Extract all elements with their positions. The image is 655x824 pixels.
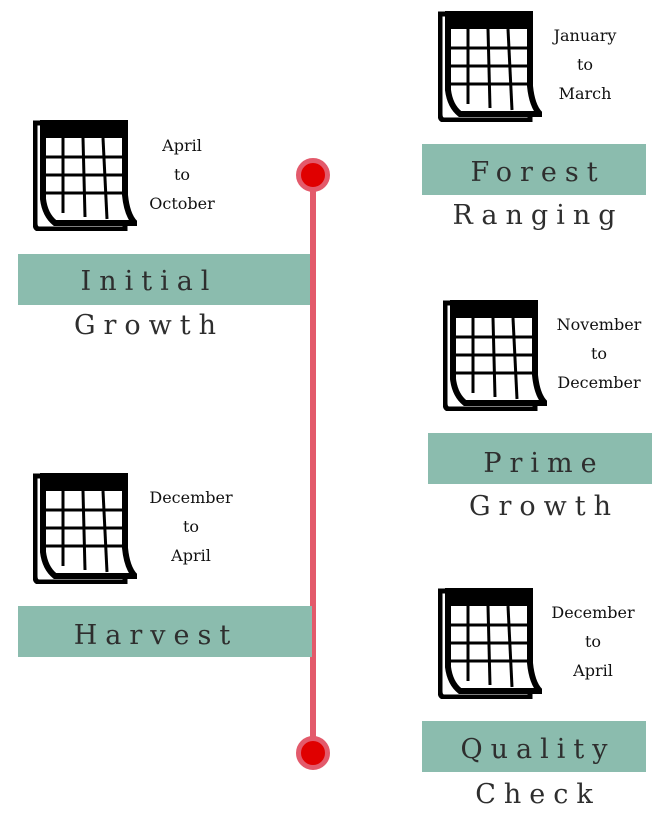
stage-date: December to April [149, 488, 233, 565]
stage-title-1: Harvest [73, 620, 239, 651]
stage-title-2: Check [475, 779, 601, 810]
timeline-dot-bottom [296, 736, 330, 770]
stage-title-2: Growth [73, 310, 225, 341]
stage-title-2: Ranging [452, 200, 624, 231]
stage-date: January to March [553, 26, 617, 103]
stage-date: December to April [551, 603, 635, 680]
stage-bar [18, 254, 310, 305]
stage-title-1: Quality [460, 734, 616, 765]
stage-title-1: Initial [80, 266, 218, 297]
stage-title-1: Forest [470, 157, 606, 188]
stage-title-2: Growth [468, 491, 620, 522]
stage-title-1: Prime [483, 448, 605, 479]
stage-bar [18, 606, 312, 657]
stage-date: November to December [556, 315, 642, 392]
timeline-dot-top [296, 158, 330, 192]
stage-bar [422, 144, 646, 195]
timeline-line [310, 175, 316, 755]
calendar-icon [438, 587, 542, 699]
calendar-icon [438, 10, 542, 122]
stage-bar [428, 433, 652, 484]
stage-date: April to October [149, 136, 215, 213]
stage-bar [422, 721, 646, 772]
calendar-icon [33, 472, 137, 584]
calendar-icon [33, 119, 137, 231]
calendar-icon [443, 299, 547, 411]
